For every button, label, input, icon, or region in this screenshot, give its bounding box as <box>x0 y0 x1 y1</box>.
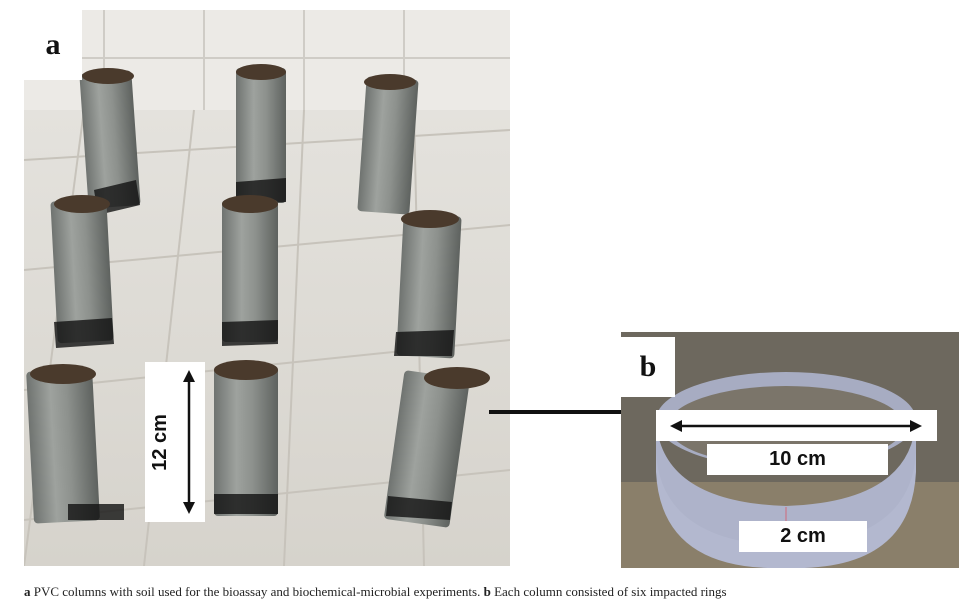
ring-height-label: 2 cm <box>739 521 867 552</box>
ring-diameter-arrow-bar <box>656 410 937 441</box>
panel-a-label: a <box>24 10 82 80</box>
photo-pvc-columns <box>24 10 510 566</box>
caption-tag-a: a <box>24 584 31 599</box>
ring-diameter-label: 10 cm <box>707 444 888 475</box>
vertical-double-arrow-icon <box>183 370 195 514</box>
caption-tag-b: b <box>483 584 491 599</box>
column-height-dimension: 12 cm <box>145 362 205 522</box>
connector-line <box>489 410 621 414</box>
column-height-label: 12 cm <box>148 413 171 471</box>
horizontal-double-arrow-icon <box>670 420 922 432</box>
caption-text-b: Each column consisted of six impacted ri… <box>490 584 727 599</box>
caption-text-a: PVC columns with soil used for the bioas… <box>30 584 484 599</box>
panel-b-label: b <box>621 337 675 397</box>
figure-caption: a PVC columns with soil used for the bio… <box>24 584 954 600</box>
